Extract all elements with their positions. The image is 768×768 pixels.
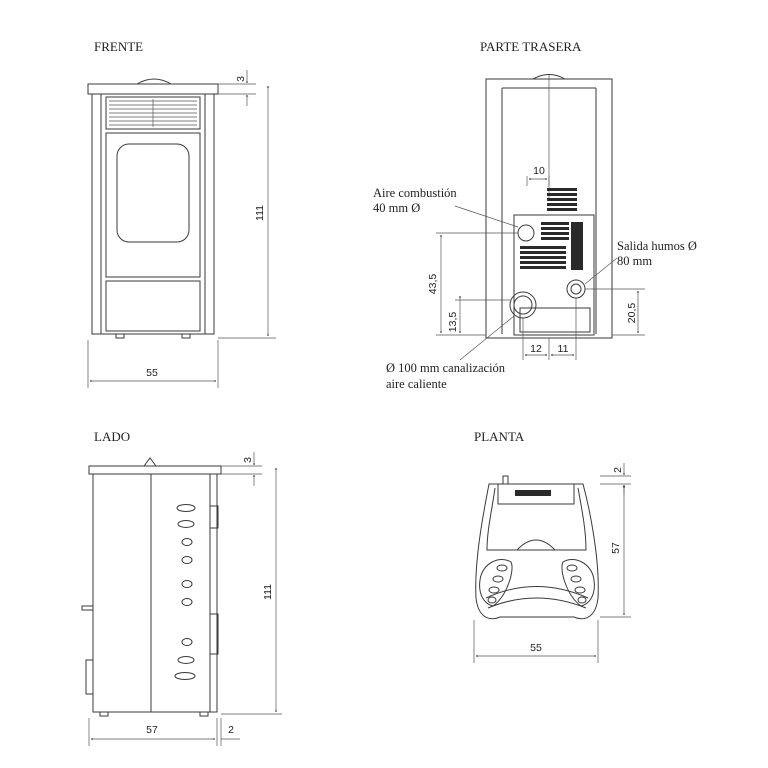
plan-dim-width: 55 <box>473 620 599 663</box>
front-dim-top: 3 <box>218 70 256 106</box>
side-dim-top-label: 3 <box>242 457 254 463</box>
back-dim-43-5: 43,5 <box>427 232 518 336</box>
front-dim-width: 55 <box>87 340 219 388</box>
air-intake-label-line2: 40 mm Ø <box>373 201 420 215</box>
side-dim-width: 57 2 <box>88 718 240 746</box>
flue-outlet-pipe <box>566 279 586 299</box>
back-view-title: PARTE TRASERA <box>480 39 582 54</box>
back-view: PARTE TRASERA <box>373 39 697 391</box>
side-view-title: LADO <box>94 429 130 444</box>
air-intake-callout: Aire combustión 40 mm Ø <box>373 186 519 228</box>
plan-dim-top: 2 <box>600 463 631 495</box>
front-grille <box>109 99 197 127</box>
side-air-vents <box>174 504 196 680</box>
back-dim-10-label: 10 <box>533 165 545 177</box>
front-view-title: FRENTE <box>94 39 143 54</box>
hot-air-duct-label-line2: aire caliente <box>386 377 447 391</box>
back-dim-20-5-label: 20,5 <box>626 303 638 324</box>
flue-label-line1: Salida humos Ø <box>617 239 697 253</box>
back-dim-bottom: 12 11 <box>522 298 577 360</box>
side-stove-body <box>81 457 222 717</box>
hot-air-duct-callout: Ø 100 mm canalización aire caliente <box>386 315 515 391</box>
front-view: FRENTE <box>87 39 276 388</box>
air-intake-pipe <box>517 224 535 242</box>
back-dim-12-label: 12 <box>530 343 542 355</box>
plan-vent-right <box>561 558 595 607</box>
front-dim-height-label: 111 <box>254 205 266 221</box>
side-dim-width-label: 57 <box>146 724 158 736</box>
back-vents <box>520 188 583 270</box>
flue-callout: Salida humos Ø 80 mm <box>584 239 697 285</box>
back-dim-20-5: 20,5 <box>585 288 645 336</box>
side-dim-offset-label: 2 <box>228 724 234 736</box>
front-dim-width-label: 55 <box>146 367 158 379</box>
side-dim-height: 111 <box>221 468 282 715</box>
hot-air-duct-label-line1: Ø 100 mm canalización <box>386 361 506 375</box>
front-stove-body <box>87 78 219 339</box>
front-dim-height: 111 <box>218 86 276 339</box>
plan-dim-width-label: 55 <box>530 642 542 654</box>
plan-dim-depth-label: 57 <box>610 542 622 554</box>
air-intake-label-line1: Aire combustión <box>373 186 457 200</box>
plan-vent-left <box>479 558 513 607</box>
back-dim-13-5: 13,5 <box>447 296 510 333</box>
plan-dim-top-label: 2 <box>612 467 624 473</box>
side-dim-height-label: 111 <box>262 584 274 600</box>
back-dim-11-label: 11 <box>558 343 569 355</box>
flue-outlet-inner <box>570 283 582 295</box>
flue-label-line2: 80 mm <box>617 254 652 268</box>
plan-view: PLANTA <box>473 429 631 663</box>
plan-dim-depth: 57 <box>600 486 631 618</box>
plan-view-title: PLANTA <box>474 429 525 444</box>
back-stove-body <box>485 74 613 339</box>
hot-air-duct-inner <box>513 295 533 315</box>
front-dim-top-label: 3 <box>235 76 247 82</box>
back-dim-10: 10 <box>526 165 550 186</box>
plan-stove-body <box>475 475 599 620</box>
side-view: LADO <box>81 429 282 746</box>
back-dim-13-5-label: 13,5 <box>447 312 459 333</box>
back-dim-43-5-label: 43,5 <box>427 274 439 295</box>
side-dim-top: 3 <box>221 452 262 486</box>
